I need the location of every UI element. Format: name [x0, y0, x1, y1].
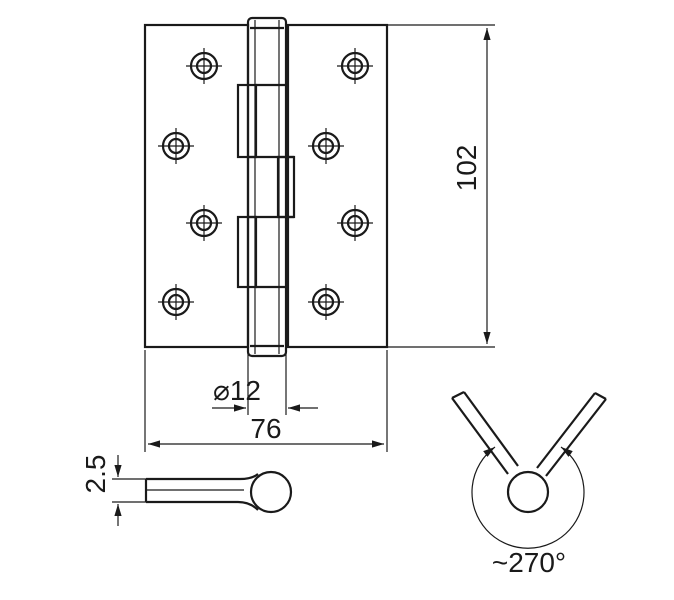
- screw-hole: [186, 48, 222, 84]
- width-dimension-label: 76: [250, 413, 281, 444]
- pin-diameter-dimension: ⌀12: [212, 350, 318, 415]
- screw-hole: [337, 48, 373, 84]
- left-leaf: [143, 23, 250, 349]
- pin-diameter-label: ⌀12: [213, 375, 261, 406]
- screw-hole: [337, 205, 373, 241]
- opening-angle-label: ~270°: [492, 547, 566, 578]
- screw-hole: [308, 128, 344, 164]
- width-dimension: 76: [144, 350, 388, 452]
- right-leaf: [286, 23, 389, 349]
- hinge-front-view: [143, 16, 389, 358]
- height-dimension-label: 102: [451, 145, 482, 192]
- hinge-side-view: [144, 470, 293, 514]
- screw-hole: [308, 284, 344, 320]
- screw-hole: [158, 284, 194, 320]
- thickness-dimension: 2.5: [80, 455, 146, 526]
- screw-holes: [158, 48, 373, 320]
- thickness-label: 2.5: [80, 455, 111, 494]
- height-dimension: 102: [387, 24, 495, 348]
- screw-hole: [186, 205, 222, 241]
- hinge-top-view: ~270°: [451, 391, 607, 578]
- knuckle-barrel: [236, 16, 296, 358]
- screw-hole: [158, 128, 194, 164]
